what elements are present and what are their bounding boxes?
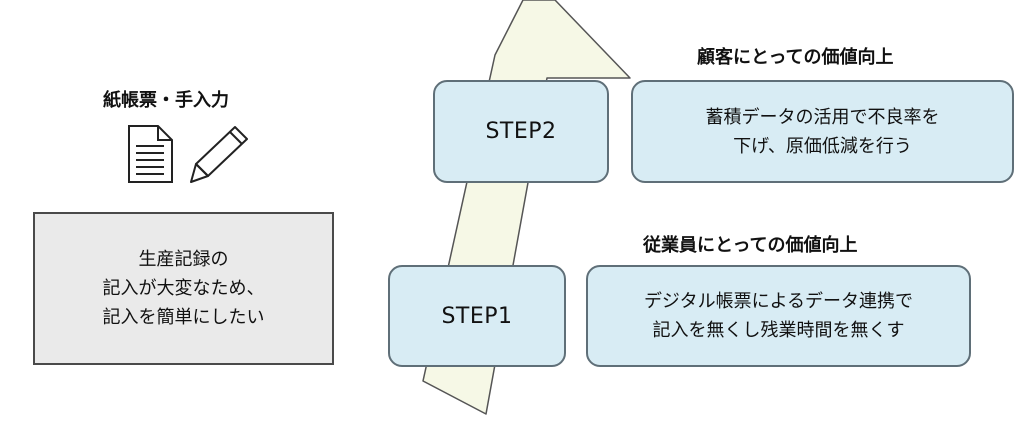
step2-description-box: 蓄積データの活用で不良率を 下げ、原価低減を行う: [631, 80, 1014, 183]
document-icon: [126, 124, 176, 184]
problem-line-3: 記入を簡単にしたい: [102, 307, 265, 328]
step1-heading: 従業員にとっての価値向上: [643, 235, 858, 256]
current-state-title: 紙帳票・手入力: [103, 90, 229, 111]
step2-heading: 顧客にとっての価値向上: [697, 47, 894, 68]
step1-desc-line-1: デジタル帳票によるデータ連携で: [643, 291, 914, 312]
step2-desc-line-1: 蓄積データの活用で不良率を: [705, 106, 940, 128]
step1-box: STEP1: [388, 265, 566, 367]
step1-description-box: デジタル帳票によるデータ連携で 記入を無くし残業時間を無くす: [586, 265, 971, 367]
pencil-icon: [188, 124, 252, 186]
current-problem-box: 生産記録の 記入が大変なため、 記入を簡単にしたい: [33, 212, 334, 365]
step1-label: STEP1: [441, 303, 513, 329]
step2-desc-line-2: 下げ、原価低減を行う: [733, 135, 912, 157]
step2-label: STEP2: [485, 119, 557, 144]
problem-line-1: 生産記録の: [138, 249, 229, 270]
problem-line-2: 記入が大変なため、: [102, 278, 265, 299]
step2-box: STEP2: [433, 80, 609, 183]
step1-desc-line-2: 記入を無くし残業時間を無くす: [652, 320, 905, 341]
